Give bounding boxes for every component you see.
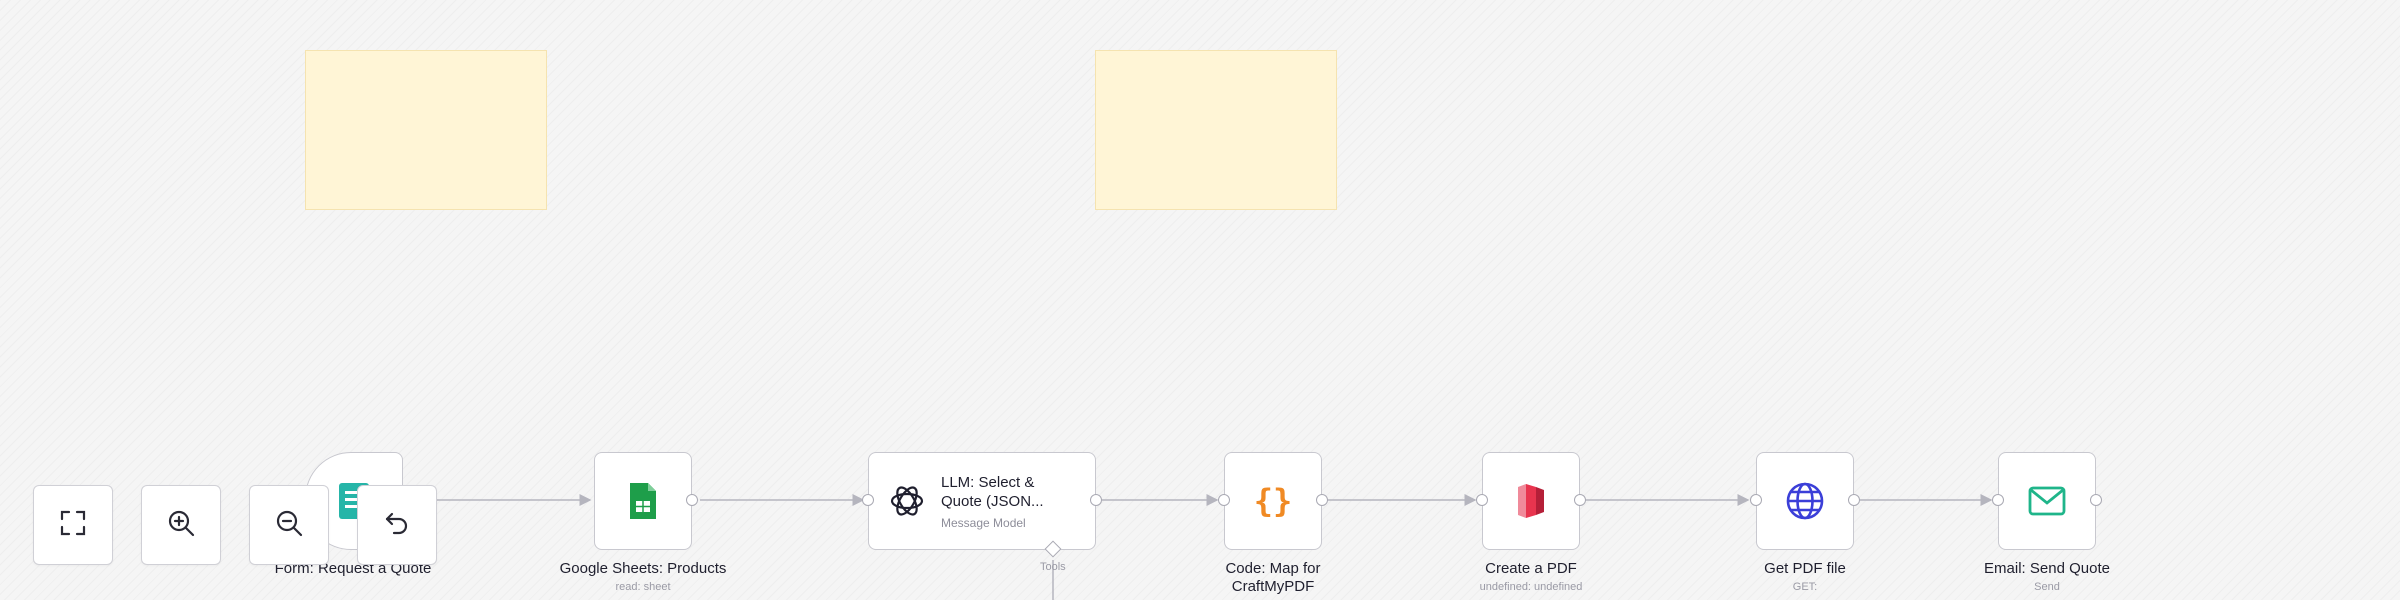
- openai-icon: [887, 481, 927, 521]
- input-port[interactable]: [1992, 494, 2004, 506]
- undo-icon: [382, 508, 412, 543]
- zoom-out-icon: [274, 508, 304, 543]
- input-port[interactable]: [1750, 494, 1762, 506]
- node-get-pdf-file[interactable]: [1756, 452, 1854, 550]
- node-title: Create a PDF: [1485, 560, 1577, 577]
- zoom-out-button[interactable]: [249, 485, 329, 565]
- output-port[interactable]: [1090, 494, 1102, 506]
- node-subtitle: Send: [2034, 581, 2060, 593]
- node-label: Email: Send Quote Send: [1927, 560, 2167, 593]
- node-create-pdf[interactable]: [1482, 452, 1580, 550]
- input-port[interactable]: [1476, 494, 1488, 506]
- input-port[interactable]: [1218, 494, 1230, 506]
- input-port[interactable]: [862, 494, 874, 506]
- node-google-sheets-products[interactable]: [594, 452, 692, 550]
- output-port[interactable]: [2090, 494, 2102, 506]
- zoom-in-button[interactable]: [141, 485, 221, 565]
- node-subtitle: GET:: [1792, 581, 1818, 593]
- mail-icon: [2027, 481, 2067, 521]
- code-braces-glyph: {}: [1253, 482, 1293, 520]
- node-code-map-craftmypdf[interactable]: {}: [1224, 452, 1322, 550]
- node-label: Code: Map for CraftMyPDF: [1153, 560, 1393, 596]
- node-title: Code: Map for: [1225, 560, 1321, 577]
- node-title: CraftMyPDF: [1231, 578, 1315, 595]
- fit-view-icon: [58, 508, 88, 543]
- zoom-in-icon: [166, 508, 196, 543]
- code-braces-icon: {}: [1253, 481, 1293, 521]
- node-email-send-quote[interactable]: [1998, 452, 2096, 550]
- node-subtitle: Message Model: [941, 515, 1026, 530]
- node-label: Google Sheets: Products read: sheet: [523, 560, 763, 593]
- undo-button[interactable]: [357, 485, 437, 565]
- node-title: Email: Send Quote: [1984, 560, 2110, 577]
- tools-label: Tools: [1040, 561, 1066, 573]
- node-title: Get PDF file: [1764, 560, 1846, 577]
- node-llm-select-quote[interactable]: LLM: Select & Quote (JSON... Message Mod…: [868, 452, 1096, 550]
- node-subtitle: read: sheet: [615, 581, 671, 593]
- fit-view-button[interactable]: [33, 485, 113, 565]
- node-label: Create a PDF undefined: undefined: [1411, 560, 1651, 593]
- output-port[interactable]: [1848, 494, 1860, 506]
- sticky-note[interactable]: [305, 50, 547, 210]
- output-port[interactable]: [1316, 494, 1328, 506]
- output-port[interactable]: [1574, 494, 1586, 506]
- pdf-icon: [1511, 481, 1551, 521]
- globe-icon: [1785, 481, 1825, 521]
- node-title: Quote (JSON...: [941, 492, 1044, 510]
- output-port[interactable]: [686, 494, 698, 506]
- google-sheets-icon: [623, 481, 663, 521]
- sticky-note[interactable]: [1095, 50, 1337, 210]
- node-title: LLM: Select &: [941, 473, 1035, 491]
- node-label: Get PDF file GET:: [1685, 560, 1925, 593]
- node-subtitle: undefined: undefined: [1479, 581, 1583, 593]
- node-title: Google Sheets: Products: [559, 560, 727, 577]
